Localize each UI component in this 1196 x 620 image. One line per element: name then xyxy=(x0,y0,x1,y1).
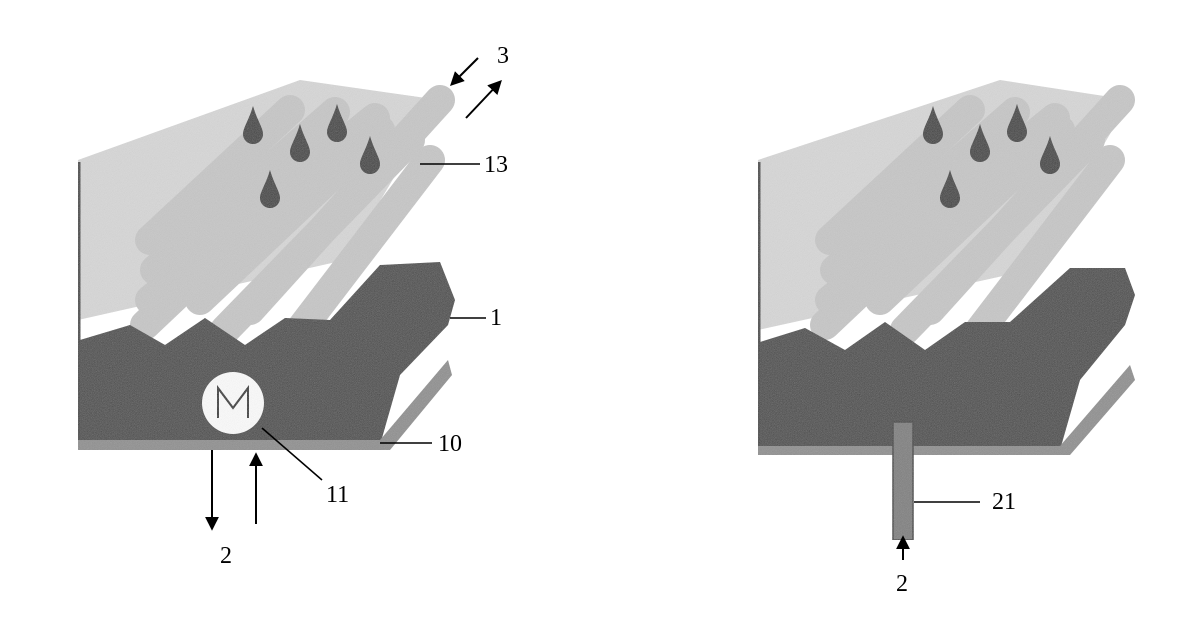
right-base-plate xyxy=(758,365,1135,455)
tube xyxy=(130,135,345,340)
tube xyxy=(235,85,455,325)
leader-11 xyxy=(261,427,323,481)
drop xyxy=(243,106,263,144)
drop xyxy=(360,136,380,174)
label-1: 1 xyxy=(490,305,502,331)
label-10: 10 xyxy=(438,431,462,457)
tube xyxy=(810,135,1025,340)
tube xyxy=(135,95,305,255)
tube xyxy=(965,145,1125,345)
label-11: 11 xyxy=(326,482,350,508)
motor-circle xyxy=(202,372,264,434)
label-13: 13 xyxy=(484,152,508,178)
arrow-3-out xyxy=(465,79,502,119)
arrow-3-in xyxy=(450,57,479,86)
drop xyxy=(1007,104,1027,142)
tube xyxy=(865,115,1075,315)
tube xyxy=(815,95,985,255)
tube xyxy=(185,115,395,315)
drop xyxy=(970,124,990,162)
left-annotations xyxy=(205,57,502,531)
tube xyxy=(915,85,1135,325)
left-drops xyxy=(243,104,380,208)
right-panel xyxy=(757,80,1135,541)
label-3: 3 xyxy=(497,43,509,69)
drop xyxy=(260,170,280,208)
right-basin-liquid xyxy=(760,268,1135,450)
left-base-plate xyxy=(78,360,452,450)
drop xyxy=(1040,136,1060,174)
right-drops xyxy=(923,104,1060,208)
right-annotations xyxy=(896,501,980,560)
pipe-21 xyxy=(892,421,914,541)
left-panel xyxy=(77,80,455,450)
drop xyxy=(923,106,943,144)
left-basin-liquid xyxy=(80,262,455,445)
tube xyxy=(285,145,445,345)
drop xyxy=(940,170,960,208)
label-2-right: 2 xyxy=(896,571,908,597)
motor-m-glyph xyxy=(217,385,249,418)
drop xyxy=(290,124,310,162)
drop xyxy=(327,104,347,142)
label-21: 21 xyxy=(992,489,1016,515)
label-2-left: 2 xyxy=(220,543,232,569)
